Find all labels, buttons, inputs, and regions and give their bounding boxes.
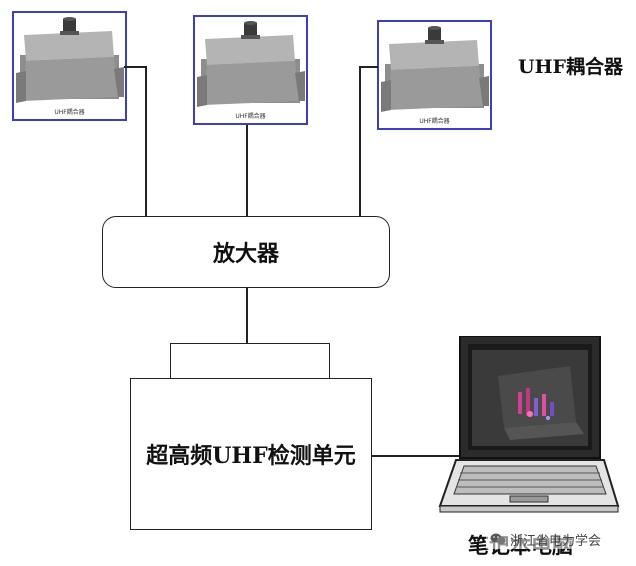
coupler-1: UHF耦合器: [12, 11, 127, 121]
coupler-caption: UHF耦合器: [419, 118, 450, 125]
wechat-icon: [490, 533, 506, 545]
detector-top-tab: [170, 343, 330, 383]
coupler-device-image: [381, 26, 489, 112]
connector-line: [359, 66, 361, 216]
connector-line: [372, 455, 460, 457]
detector-unit-box: 超高频UHF检测单元: [130, 378, 372, 530]
coupler-device-image: [16, 17, 124, 103]
coupler-caption: UHF耦合器: [54, 109, 85, 116]
coupler-caption: UHF耦合器: [235, 113, 266, 120]
coupler-2: UHF耦合器: [193, 15, 308, 125]
watermark-text: 浙江省电力学会: [510, 533, 602, 549]
laptop-icon: [438, 336, 620, 513]
amplifier-box: 放大器: [102, 216, 390, 288]
connector-line: [145, 66, 147, 216]
coupler-device-image: [197, 21, 305, 107]
coupler-3: UHF耦合器: [377, 20, 492, 130]
laptop-screen-plot: [498, 366, 584, 440]
connector-line: [359, 66, 378, 68]
uhf-coupler-legend: UHF耦合器: [518, 56, 624, 78]
connector-line: [124, 66, 146, 68]
amplifier-label: 放大器: [212, 241, 279, 267]
detector-label: 超高频UHF检测单元: [146, 443, 356, 469]
connector-line: [246, 288, 248, 344]
connector-line: [246, 125, 248, 217]
watermark: 浙江省电力学会: [486, 529, 606, 549]
